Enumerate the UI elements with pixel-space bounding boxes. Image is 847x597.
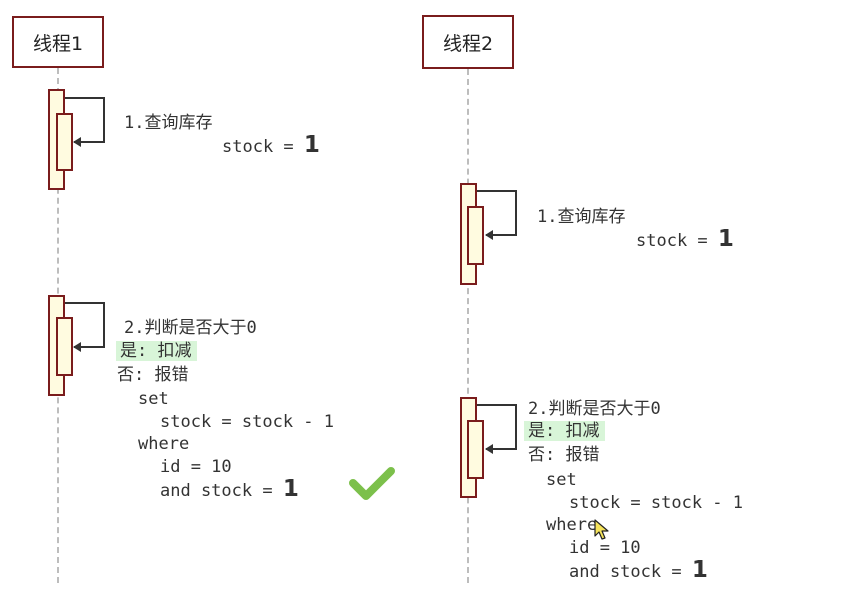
thread1-sql-and: and stock = 1 — [160, 478, 299, 502]
thread2-step2-no: 否: 报错 — [528, 445, 600, 465]
thread1-step2-activation-inner — [56, 317, 73, 376]
thread2-step2-yes: 是: 扣减 — [524, 420, 606, 442]
thread2-sql-and-label: and stock = — [569, 562, 692, 582]
thread1-step2-self-arrow — [65, 302, 105, 352]
thread2-step1-self-arrow — [477, 190, 517, 240]
thread2-step2-yes-highlight: 是: 扣减 — [524, 421, 606, 441]
thread2-sql-id: id = 10 — [569, 538, 641, 558]
thread2-sql-and-value: 1 — [691, 557, 708, 583]
thread2-step2-self-arrow — [477, 404, 517, 454]
thread2-step1-stock: stock = 1 — [636, 228, 734, 252]
thread1-sql-set: set — [138, 389, 169, 409]
thread1-step2-title: 2.判断是否大于0 — [124, 318, 257, 338]
thread1-name: 线程1 — [32, 32, 84, 55]
thread2-step1-stock-value: 1 — [717, 226, 734, 252]
thread1-sql-stock: stock = stock - 1 — [160, 412, 334, 432]
thread1-sql-and-label: and stock = — [160, 481, 283, 501]
thread1-sql-and-value: 1 — [282, 476, 299, 502]
thread2-step2-activation-inner — [467, 420, 484, 479]
thread1-step1-stock: stock = 1 — [222, 134, 320, 158]
thread1-step1-stock-label: stock = — [222, 137, 304, 157]
thread2-sql-stock: stock = stock - 1 — [569, 493, 743, 513]
thread1-step2-no: 否: 报错 — [117, 365, 189, 385]
thread1-sql-where: where — [138, 434, 190, 454]
thread1-step1-title: 1.查询库存 — [124, 113, 213, 133]
mouse-cursor-icon — [594, 519, 609, 540]
check-icon — [349, 467, 395, 500]
thread2-header: 线程2 — [422, 15, 514, 69]
thread2-name: 线程2 — [442, 32, 494, 55]
thread2-step1-stock-label: stock = — [636, 231, 718, 251]
thread1-step2-yes: 是: 扣减 — [116, 340, 198, 362]
thread2-step1-title: 1.查询库存 — [537, 207, 626, 227]
thread2-step2-title: 2.判断是否大于0 — [528, 399, 661, 419]
thread1-sql-id: id = 10 — [160, 457, 232, 477]
thread1-step1-activation-inner — [56, 113, 73, 171]
thread2-sql-where: where — [546, 515, 598, 535]
thread2-step1-activation-inner — [467, 206, 484, 265]
thread1-step1-stock-value: 1 — [303, 132, 320, 158]
thread2-lifeline — [467, 69, 469, 583]
thread2-sql-set: set — [546, 470, 577, 490]
thread1-header: 线程1 — [12, 16, 104, 68]
thread2-sql-and: and stock = 1 — [569, 559, 708, 583]
thread1-step2-yes-highlight: 是: 扣减 — [116, 341, 198, 361]
thread1-step1-self-arrow — [65, 97, 105, 147]
